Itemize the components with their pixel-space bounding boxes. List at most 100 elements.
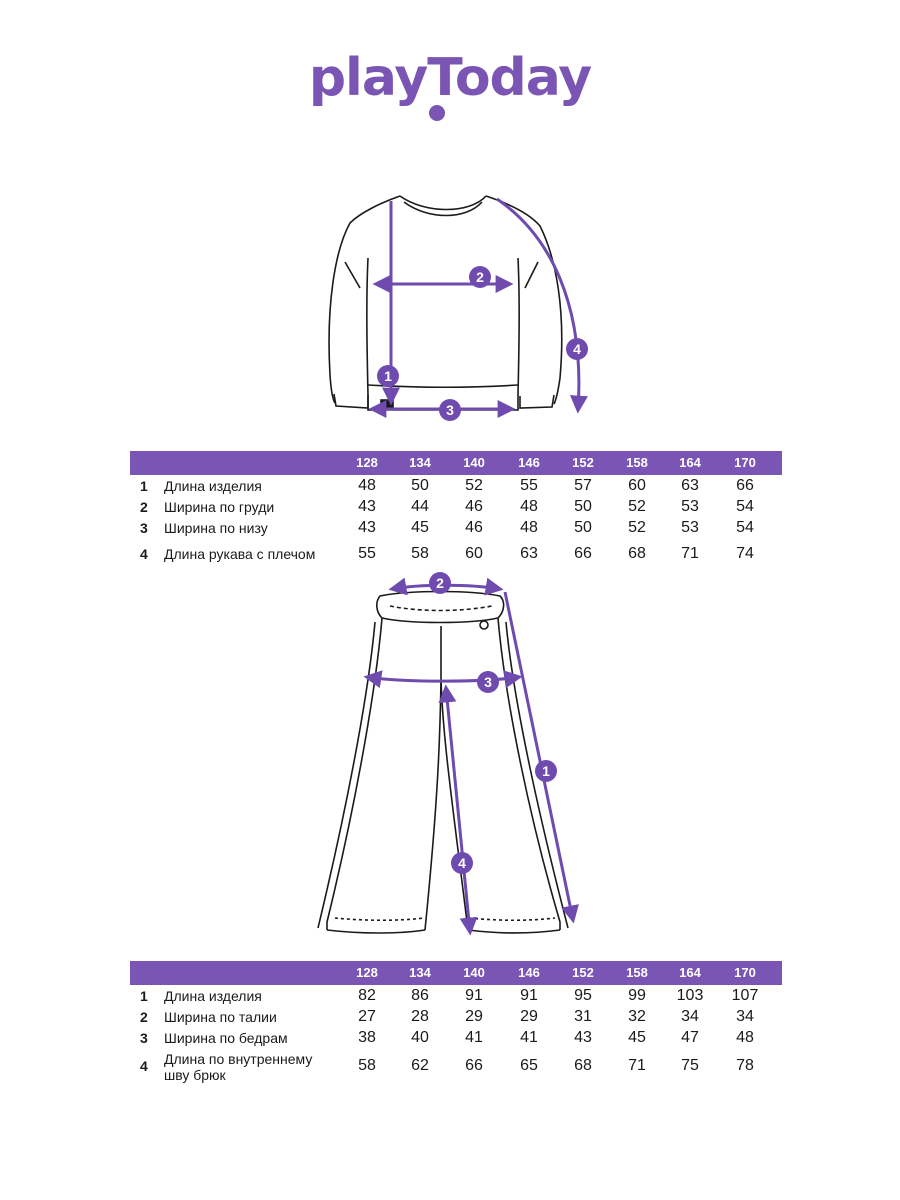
table-row: 3 Ширина по низу 43 45 46 48 50 52 53 54 <box>130 517 782 538</box>
cell-value: 38 <box>358 1029 376 1046</box>
cell-value: 53 <box>681 498 699 515</box>
row-label: Длина изделия <box>164 988 262 1004</box>
cell-value: 99 <box>628 987 646 1004</box>
cell-value: 54 <box>736 498 754 515</box>
size-header: 134 <box>409 965 431 980</box>
cell-value: 66 <box>736 477 754 494</box>
size-header: 158 <box>626 455 648 470</box>
sweatshirt-size-table: 128 134 140 146 152 158 164 170 1 Длина … <box>130 451 782 564</box>
sweatshirt-measure-lines <box>368 197 588 418</box>
size-header: 140 <box>463 965 485 980</box>
size-header-row: 128 134 140 146 152 158 164 170 <box>130 961 782 985</box>
cell-value: 44 <box>411 498 429 515</box>
cell-value: 43 <box>358 519 376 536</box>
cell-value: 52 <box>628 498 646 515</box>
cell-value: 28 <box>411 1008 429 1025</box>
sweatshirt-markers: 1 2 3 4 <box>377 266 588 421</box>
row-number: 2 <box>140 499 148 515</box>
cell-value: 54 <box>736 519 754 536</box>
cell-value: 107 <box>731 987 759 1004</box>
row-number: 3 <box>140 1030 148 1046</box>
cell-value: 48 <box>520 519 538 536</box>
cell-value: 50 <box>411 477 429 494</box>
cell-value: 45 <box>628 1029 646 1046</box>
size-header: 128 <box>356 965 378 980</box>
cell-value: 60 <box>465 545 483 562</box>
pants-size-table: 128 134 140 146 152 158 164 170 1 Длина … <box>130 961 782 1088</box>
table-row: 3 Ширина по бедрам 38 40 41 41 43 45 47 … <box>130 1027 782 1048</box>
logo-dot <box>429 105 445 121</box>
cell-value: 50 <box>574 498 592 515</box>
cell-value: 60 <box>628 477 646 494</box>
cell-value: 58 <box>358 1057 376 1074</box>
size-header: 170 <box>734 455 756 470</box>
svg-text:2: 2 <box>436 575 444 591</box>
cell-value: 43 <box>574 1029 592 1046</box>
cell-value: 68 <box>628 545 646 562</box>
cell-value: 41 <box>520 1029 538 1046</box>
cell-value: 40 <box>411 1029 429 1046</box>
table-row: 1 Длина изделия 82 86 91 91 95 99 103 10… <box>130 985 782 1006</box>
cell-value: 95 <box>574 987 592 1004</box>
svg-text:3: 3 <box>446 402 454 418</box>
cell-value: 29 <box>520 1008 538 1025</box>
cell-value: 82 <box>358 987 376 1004</box>
size-header: 146 <box>518 455 540 470</box>
cell-value: 41 <box>465 1029 483 1046</box>
row-label: Ширина по груди <box>164 499 275 515</box>
cell-value: 58 <box>411 545 429 562</box>
size-header: 152 <box>572 965 594 980</box>
cell-value: 27 <box>358 1008 376 1025</box>
cell-value: 103 <box>676 987 704 1004</box>
table-row: 4 Длина рукава с плечом 55 58 60 63 66 6… <box>130 543 782 564</box>
sweatshirt-outline <box>328 195 563 411</box>
row-number: 4 <box>140 546 148 562</box>
size-header: 164 <box>679 965 701 980</box>
marker-1: 1 <box>377 365 399 387</box>
table-row: 4 Длина по внутреннему шву брюк 58 62 66… <box>130 1048 782 1088</box>
marker-4: 4 <box>566 338 588 360</box>
row-number: 4 <box>140 1058 148 1074</box>
table-row: 2 Ширина по груди 43 44 46 48 50 52 53 5… <box>130 496 782 517</box>
cell-value: 91 <box>520 987 538 1004</box>
svg-text:4: 4 <box>458 855 466 871</box>
cell-value: 45 <box>411 519 429 536</box>
cell-value: 31 <box>574 1008 592 1025</box>
cell-value: 34 <box>736 1008 754 1025</box>
svg-text:4: 4 <box>573 341 581 357</box>
cell-value: 47 <box>681 1029 699 1046</box>
cell-value: 52 <box>465 477 483 494</box>
cell-value: 55 <box>520 477 538 494</box>
pants-markers: 2 3 1 4 <box>429 572 557 874</box>
row-label: Ширина по низу <box>164 520 268 536</box>
size-header-row: 128 134 140 146 152 158 164 170 <box>130 451 782 475</box>
cell-value: 52 <box>628 519 646 536</box>
cell-value: 29 <box>465 1008 483 1025</box>
svg-text:1: 1 <box>384 368 392 384</box>
row-label: Ширина по талии <box>164 1009 277 1025</box>
row-number: 1 <box>140 988 148 1004</box>
cell-value: 48 <box>520 498 538 515</box>
row-label: Ширина по бедрам <box>164 1030 288 1046</box>
cell-value: 63 <box>681 477 699 494</box>
size-header: 146 <box>518 965 540 980</box>
cell-value: 78 <box>736 1057 754 1074</box>
marker-1: 1 <box>535 760 557 782</box>
svg-text:3: 3 <box>484 674 492 690</box>
marker-2: 2 <box>469 266 491 288</box>
sweatshirt-diagram: 1 2 3 4 <box>328 195 588 421</box>
cell-value: 62 <box>411 1057 429 1074</box>
row-number: 1 <box>140 478 148 494</box>
cell-value: 66 <box>574 545 592 562</box>
cell-value: 32 <box>628 1008 646 1025</box>
marker-3: 3 <box>439 399 461 421</box>
row-number: 2 <box>140 1009 148 1025</box>
table-row: 2 Ширина по талии 27 28 29 29 31 32 34 3… <box>130 1006 782 1027</box>
size-header: 164 <box>679 455 701 470</box>
size-header: 128 <box>356 455 378 470</box>
pants-diagram: 2 3 1 4 <box>317 572 579 936</box>
cell-value: 53 <box>681 519 699 536</box>
cell-value: 68 <box>574 1057 592 1074</box>
cell-value: 34 <box>681 1008 699 1025</box>
size-header: 158 <box>626 965 648 980</box>
